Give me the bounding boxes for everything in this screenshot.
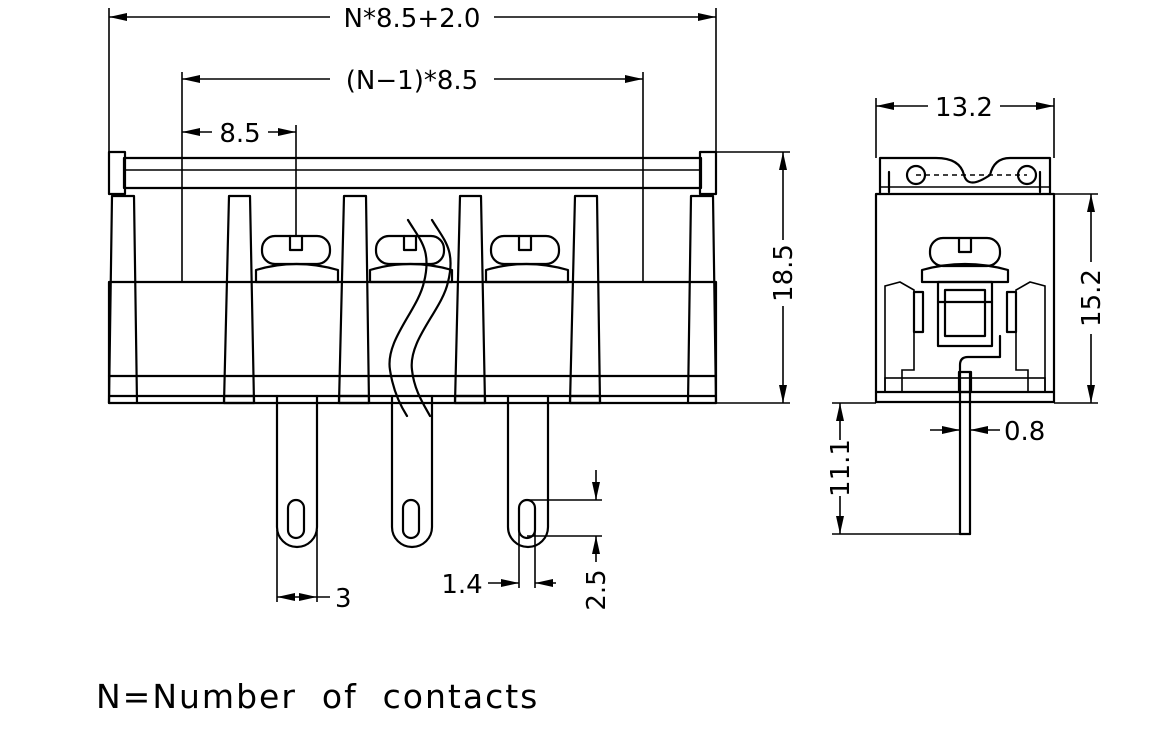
dim-hole-width: 1.4 bbox=[441, 570, 482, 600]
dim-pin-length: 11.1 bbox=[826, 439, 856, 497]
inserted-wire bbox=[388, 218, 428, 418]
housing-body bbox=[107, 280, 718, 405]
side-view bbox=[874, 156, 1056, 536]
top-cover-bar bbox=[122, 156, 703, 190]
dim-pin-thickness: 0.8 bbox=[1004, 417, 1045, 447]
screw-1 bbox=[254, 234, 340, 284]
dim-pin-width: 3 bbox=[335, 584, 352, 614]
dim-pitch: 8.5 bbox=[219, 119, 260, 149]
screw-3 bbox=[484, 234, 570, 284]
dim-body-height: 18.5 bbox=[769, 244, 799, 302]
dim-side-height: 15.2 bbox=[1077, 269, 1107, 327]
solder-pins bbox=[275, 394, 550, 549]
contacts-note: N=Number of contacts bbox=[96, 677, 539, 716]
dim-span: (N−1)*8.5 bbox=[346, 66, 478, 96]
dim-overall-width: N*8.5+2.0 bbox=[344, 4, 481, 34]
dim-side-width: 13.2 bbox=[935, 93, 993, 123]
dimension-lines bbox=[108, 8, 1098, 602]
side-housing bbox=[874, 192, 1056, 394]
dim-hole-length: 2.5 bbox=[582, 569, 612, 610]
front-view bbox=[107, 150, 718, 549]
screw-terminals bbox=[254, 234, 570, 284]
screw-2 bbox=[368, 234, 454, 284]
barrier-walls bbox=[107, 194, 718, 405]
side-pin bbox=[958, 334, 1002, 536]
